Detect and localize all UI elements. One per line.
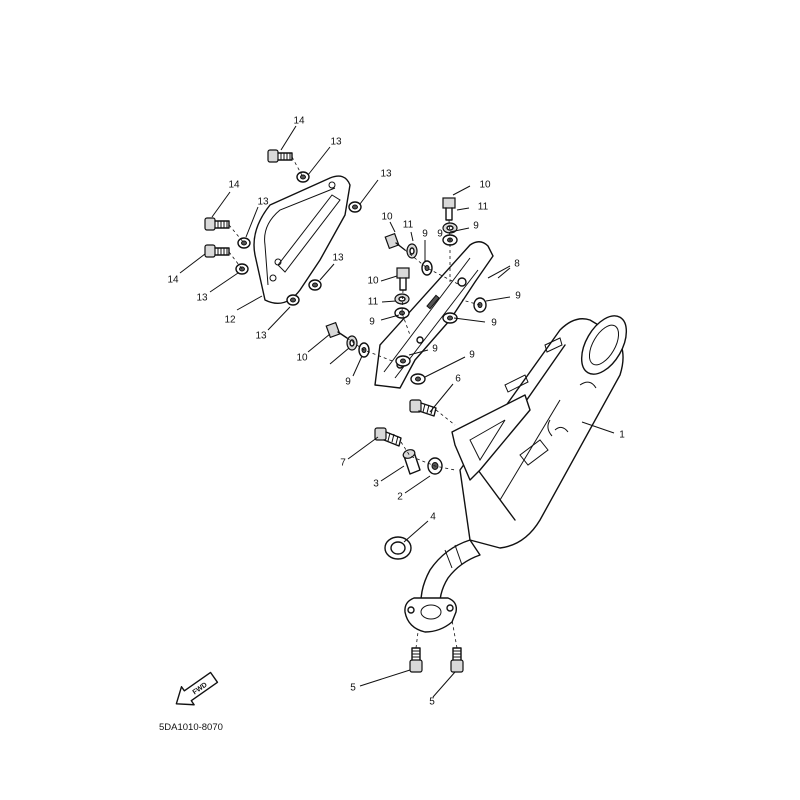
callout-9: 9 — [473, 221, 479, 232]
callout-13: 13 — [196, 293, 208, 304]
callout-10: 10 — [381, 212, 393, 223]
screw-14-bottom — [204, 244, 230, 258]
callout-9: 9 — [491, 318, 497, 329]
collar-3 — [402, 449, 421, 475]
bolt-6 — [409, 399, 437, 417]
callout-6: 6 — [455, 374, 461, 385]
screw-14-middle — [204, 217, 230, 231]
callout-2: 2 — [397, 492, 403, 503]
assembly-lines — [228, 156, 481, 649]
callout-labels: 1 2 3 4 5 5 6 7 8 9 9 9 9 9 9 9 9 9 10 1… — [167, 116, 625, 708]
callout-10: 10 — [367, 276, 379, 287]
callout-13: 13 — [380, 169, 392, 180]
callout-9: 9 — [432, 344, 438, 355]
callout-11: 11 — [403, 220, 414, 231]
callout-9: 9 — [422, 229, 428, 240]
callout-9: 9 — [369, 317, 375, 328]
callout-11: 11 — [368, 297, 379, 308]
callout-8: 8 — [514, 259, 520, 270]
bolt-7 — [374, 427, 402, 447]
callout-10: 10 — [479, 180, 491, 191]
callout-11: 11 — [478, 202, 489, 213]
callout-7: 7 — [340, 458, 346, 469]
callout-9: 9 — [515, 291, 521, 302]
muffler-bracket — [374, 241, 494, 389]
leader-lines — [179, 125, 615, 698]
callout-13: 13 — [257, 197, 269, 208]
callout-9: 9 — [345, 377, 351, 388]
callout-14: 14 — [167, 275, 179, 286]
callout-10: 10 — [296, 353, 308, 364]
callout-4: 4 — [430, 512, 436, 523]
heat-protector — [253, 175, 351, 304]
callout-13: 13 — [332, 253, 344, 264]
washer-13 — [235, 171, 362, 306]
callout-13: 13 — [255, 331, 267, 342]
callout-5-left: 5 — [350, 683, 356, 694]
bolt-5 — [409, 647, 464, 673]
screw-14-top — [267, 149, 293, 163]
callout-9: 9 — [469, 350, 475, 361]
callout-1: 1 — [619, 430, 625, 441]
callout-14: 14 — [228, 180, 240, 191]
callout-5-right: 5 — [429, 697, 435, 708]
forward-arrow-icon: FWD — [175, 671, 219, 706]
muffler — [404, 315, 628, 633]
callout-9: 9 — [437, 229, 443, 240]
gasket-4 — [384, 536, 412, 560]
diagram-code: 5DA1010-8070 — [159, 722, 223, 733]
callout-13: 13 — [330, 137, 342, 148]
callout-14: 14 — [293, 116, 305, 127]
callout-3: 3 — [373, 479, 379, 490]
callout-12: 12 — [224, 315, 236, 326]
